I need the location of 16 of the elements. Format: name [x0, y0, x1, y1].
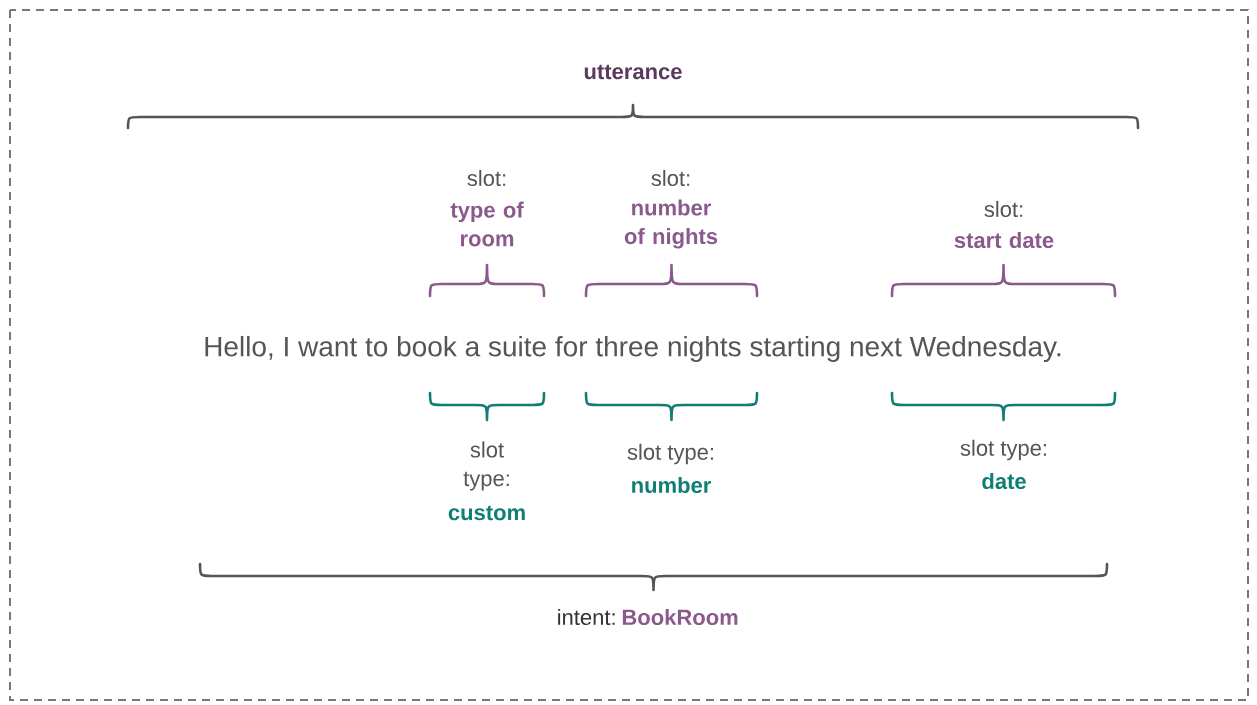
intent-name: BookRoom — [622, 608, 738, 626]
slot-name: number of nights — [624, 199, 718, 249]
slot-label: slot: — [467, 169, 506, 187]
slot-type-label: slot type: — [960, 439, 1046, 461]
slot-name: type of room — [450, 201, 524, 247]
slot-type-value: number — [632, 476, 711, 494]
intent-label: intent: — [558, 608, 615, 626]
slot-type-label: slot type: — [627, 443, 713, 465]
slot-type-label: slot type: — [463, 441, 509, 491]
slot-type-value: custom — [448, 505, 525, 521]
heading-text: utterance — [584, 64, 682, 80]
slot-name: start date — [954, 231, 1054, 249]
slot-type-value: date — [982, 472, 1026, 490]
slot-label: slot: — [651, 169, 690, 187]
example-sentence: Hello, I want to book a suite for three nights starting next Wednesday. — [205, 335, 1061, 363]
slot-label: slot: — [984, 200, 1023, 218]
